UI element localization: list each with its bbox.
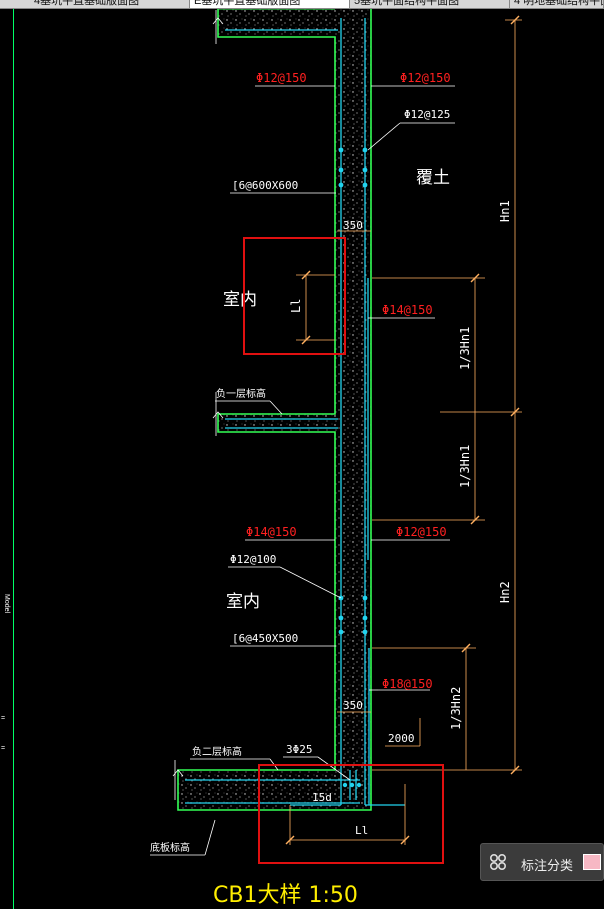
cad-drawing-canvas[interactable]: Φ12@150 Φ12@150 Φ14@150 Φ14@150 Φ12@150 … bbox=[0, 9, 604, 909]
dim-label: Hn2 bbox=[498, 581, 512, 603]
stirrup-label: [6@450X500 bbox=[232, 632, 298, 645]
drawing-tab-bar: 4基坑平直基础版面图 E基坑平直基础版面图 5基坑平面结构平面图 4 明地基础结… bbox=[0, 0, 604, 9]
dim-label: 1/3Hn1 bbox=[458, 445, 472, 488]
dim-label: 15d bbox=[312, 791, 332, 804]
strip-mark: = bbox=[1, 715, 6, 722]
dim-label: 350 bbox=[343, 699, 363, 712]
dim-label: 350 bbox=[343, 219, 363, 232]
stirrup-label: [6@600X600 bbox=[232, 179, 298, 192]
annotation-toolbar[interactable]: 标注分类 bbox=[480, 843, 604, 881]
dim-label: Ll bbox=[289, 299, 303, 313]
strip-mark: = bbox=[1, 745, 6, 752]
level-markers bbox=[172, 10, 224, 800]
model-label[interactable]: Model bbox=[3, 594, 10, 614]
rebar-label: Φ12@100 bbox=[230, 553, 276, 566]
tab-drawing-1[interactable]: 4基坑平直基础版面图 bbox=[30, 0, 190, 8]
level-label: 负二层标高 bbox=[192, 745, 242, 758]
rebar-dots bbox=[338, 147, 368, 788]
concrete-section bbox=[177, 9, 372, 811]
room-label: 室内 bbox=[226, 592, 260, 612]
room-label: 覆土 bbox=[416, 168, 450, 188]
rebar-label: Φ14@150 bbox=[246, 525, 297, 539]
tab-drawing-4[interactable]: 4 明地基础结构平面 bbox=[510, 0, 604, 8]
level-label: 底板标高 bbox=[150, 841, 190, 854]
rebar-label: Φ18@150 bbox=[382, 677, 433, 691]
dim-label: 2000 bbox=[388, 732, 415, 745]
layout-side-strip: Model = = bbox=[0, 9, 14, 909]
grid-dots-icon[interactable] bbox=[489, 853, 507, 871]
tab-drawing-3[interactable]: 5基坑平面结构平面图 bbox=[350, 0, 510, 8]
annotation-category-label[interactable]: 标注分类 bbox=[521, 858, 574, 873]
dim-label: Ll bbox=[355, 824, 368, 837]
rebar-label: Φ12@150 bbox=[396, 525, 447, 539]
rebar-label: Φ12@150 bbox=[256, 71, 307, 85]
dim-label: 1/3Hn2 bbox=[449, 687, 463, 730]
drawing-title: CB1大样 1:50 bbox=[213, 883, 358, 908]
category-color-swatch[interactable] bbox=[583, 854, 601, 870]
rebar-label: Φ14@150 bbox=[382, 303, 433, 317]
dim-label: 1/3Hn1 bbox=[458, 327, 472, 370]
leader-lines bbox=[150, 85, 455, 856]
tab-drawing-2[interactable]: E基坑平直基础版面图 bbox=[190, 0, 350, 8]
rebar-label: 3Φ25 bbox=[286, 743, 313, 756]
rebar-label: Φ12@125 bbox=[404, 108, 450, 121]
dimension-ticks bbox=[285, 15, 520, 845]
highlight-box-base bbox=[258, 764, 444, 864]
dimension-lines bbox=[289, 19, 522, 845]
room-label: 室内 bbox=[223, 290, 257, 310]
level-label: 负一层标高 bbox=[216, 387, 266, 400]
rebar-label: Φ12@150 bbox=[400, 71, 451, 85]
highlight-box-upper bbox=[243, 237, 346, 355]
dim-label: Hn1 bbox=[498, 200, 512, 222]
